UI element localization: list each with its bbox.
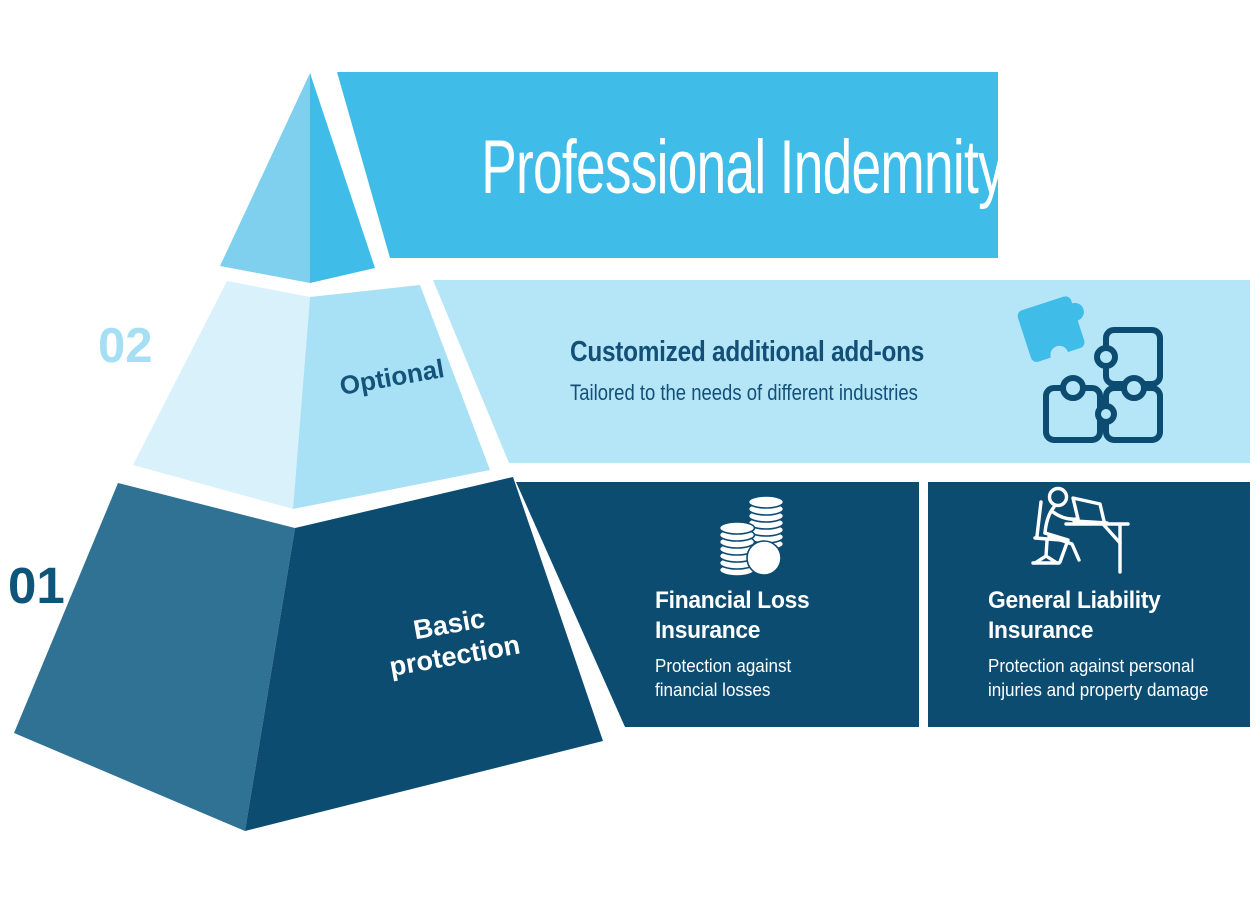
pyramid-top-left-face bbox=[220, 73, 310, 283]
person-at-desk-icon bbox=[1031, 486, 1130, 574]
pyramid-bottom-right-face bbox=[245, 477, 603, 831]
pyramid-middle-right-face bbox=[293, 285, 490, 509]
pyramid-middle-left-face bbox=[133, 281, 310, 509]
optional-band-subheading: Tailored to the needs of different indus… bbox=[570, 380, 918, 405]
coin-stacks-icon bbox=[718, 495, 785, 577]
title-banner-shape bbox=[337, 72, 998, 258]
financial-loss-card-title: Financial Loss Insurance bbox=[655, 587, 810, 644]
level-01-number: 01 bbox=[8, 557, 65, 614]
financial-loss-card-description: Protection against financial losses bbox=[655, 655, 792, 701]
general-liability-card-title: General Liability Insurance bbox=[988, 587, 1161, 644]
optional-band-shape bbox=[433, 280, 1250, 463]
level-02-number: 02 bbox=[98, 319, 153, 373]
pyramid-bottom-left-face bbox=[14, 483, 295, 831]
banner-title: Professional Indemnity bbox=[481, 125, 1004, 210]
optional-band-heading: Customized additional add-ons bbox=[570, 336, 925, 368]
general-liability-card-description: Protection against personal injuries and… bbox=[988, 655, 1209, 701]
pyramid-top-right-face bbox=[310, 73, 375, 283]
puzzle-pieces-icon bbox=[1017, 296, 1163, 443]
financial-loss-card-shape bbox=[516, 482, 919, 727]
